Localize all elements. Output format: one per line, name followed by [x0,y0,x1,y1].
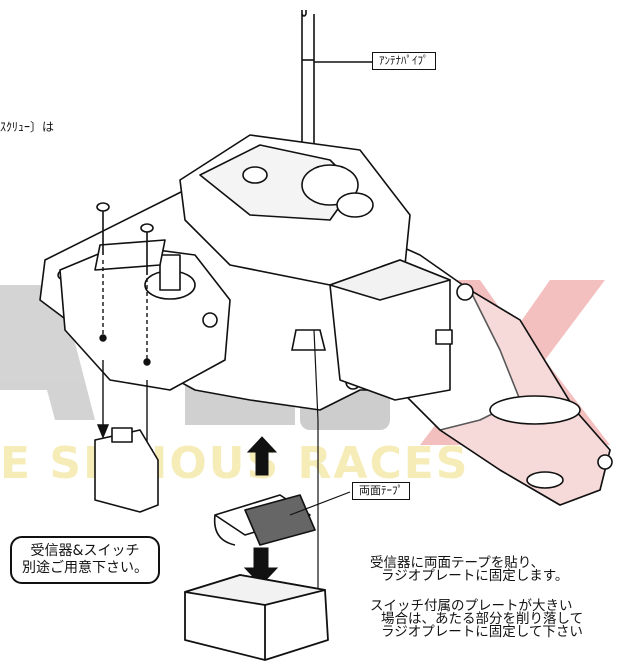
watermark-letter-a [0,285,95,420]
antenna-pipe-label: ｱﾝﾃﾅﾊﾟｲﾌﾟ [372,52,436,70]
antenna-base [291,329,327,351]
receiver-box [184,574,329,661]
callout-line-1: 受信器&スイッチ [30,543,140,559]
note-line-4: 場合は、あたる部分を削り落して [381,611,584,627]
receiver-switch-callout: 受信器&スイッチ 別途ご用意下さい。 [10,536,160,584]
note-line-1: 受信器に両面テープを貼り、 [370,555,545,571]
double-sided-tape [213,494,316,546]
antenna-wire [313,329,319,600]
double-sided-tape-label: 両面ﾃｰﾌﾟ [352,482,410,500]
note-line-2: ラジオプレートに固定します。 [381,568,569,584]
callout-line-2: 別途ご用意下さい。 [22,560,148,576]
assembly-arrows [243,436,279,586]
note-line-5: ラジオプレートに固定して下さい [381,624,583,640]
screws [96,202,154,275]
leader-lines [289,491,351,516]
watermark-tagline: E SERIOUS RACES [0,438,469,489]
note-line-3: スイッチ付属のプレートが大きい [370,598,573,614]
gearbox-housing [179,134,411,286]
top-left-fragment: ｽｸﾘｭｰ〕は [0,120,55,134]
switch-box [94,427,159,513]
mounted-box [329,259,453,401]
